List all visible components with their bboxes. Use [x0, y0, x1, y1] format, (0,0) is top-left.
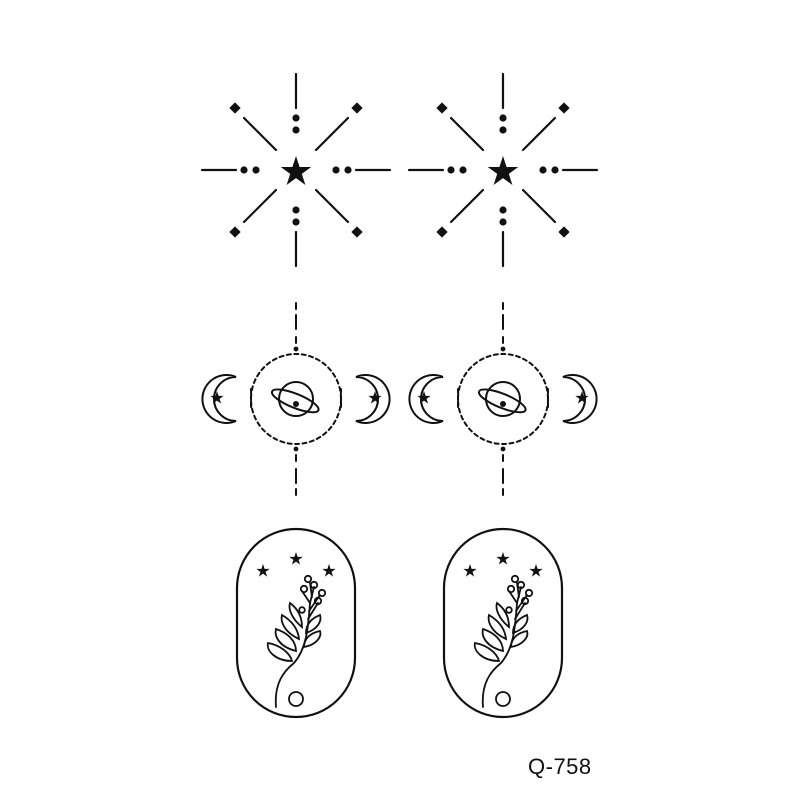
triple-moon-planet-icon — [202, 303, 389, 495]
moon-planet-design-right — [409, 303, 596, 495]
oval-botanical-icon — [444, 529, 562, 717]
oval-botanical-icon — [237, 529, 355, 717]
starburst-icon — [202, 74, 390, 266]
triple-moon-planet-icon — [409, 303, 596, 495]
starburst-icon — [409, 74, 597, 266]
oval-botanical-design-left — [237, 529, 355, 717]
product-code: Q-758 — [528, 754, 592, 779]
oval-botanical-design-right — [444, 529, 562, 717]
starburst-design-right — [409, 74, 597, 266]
starburst-design-left — [202, 74, 390, 266]
moon-planet-design-left — [202, 303, 389, 495]
